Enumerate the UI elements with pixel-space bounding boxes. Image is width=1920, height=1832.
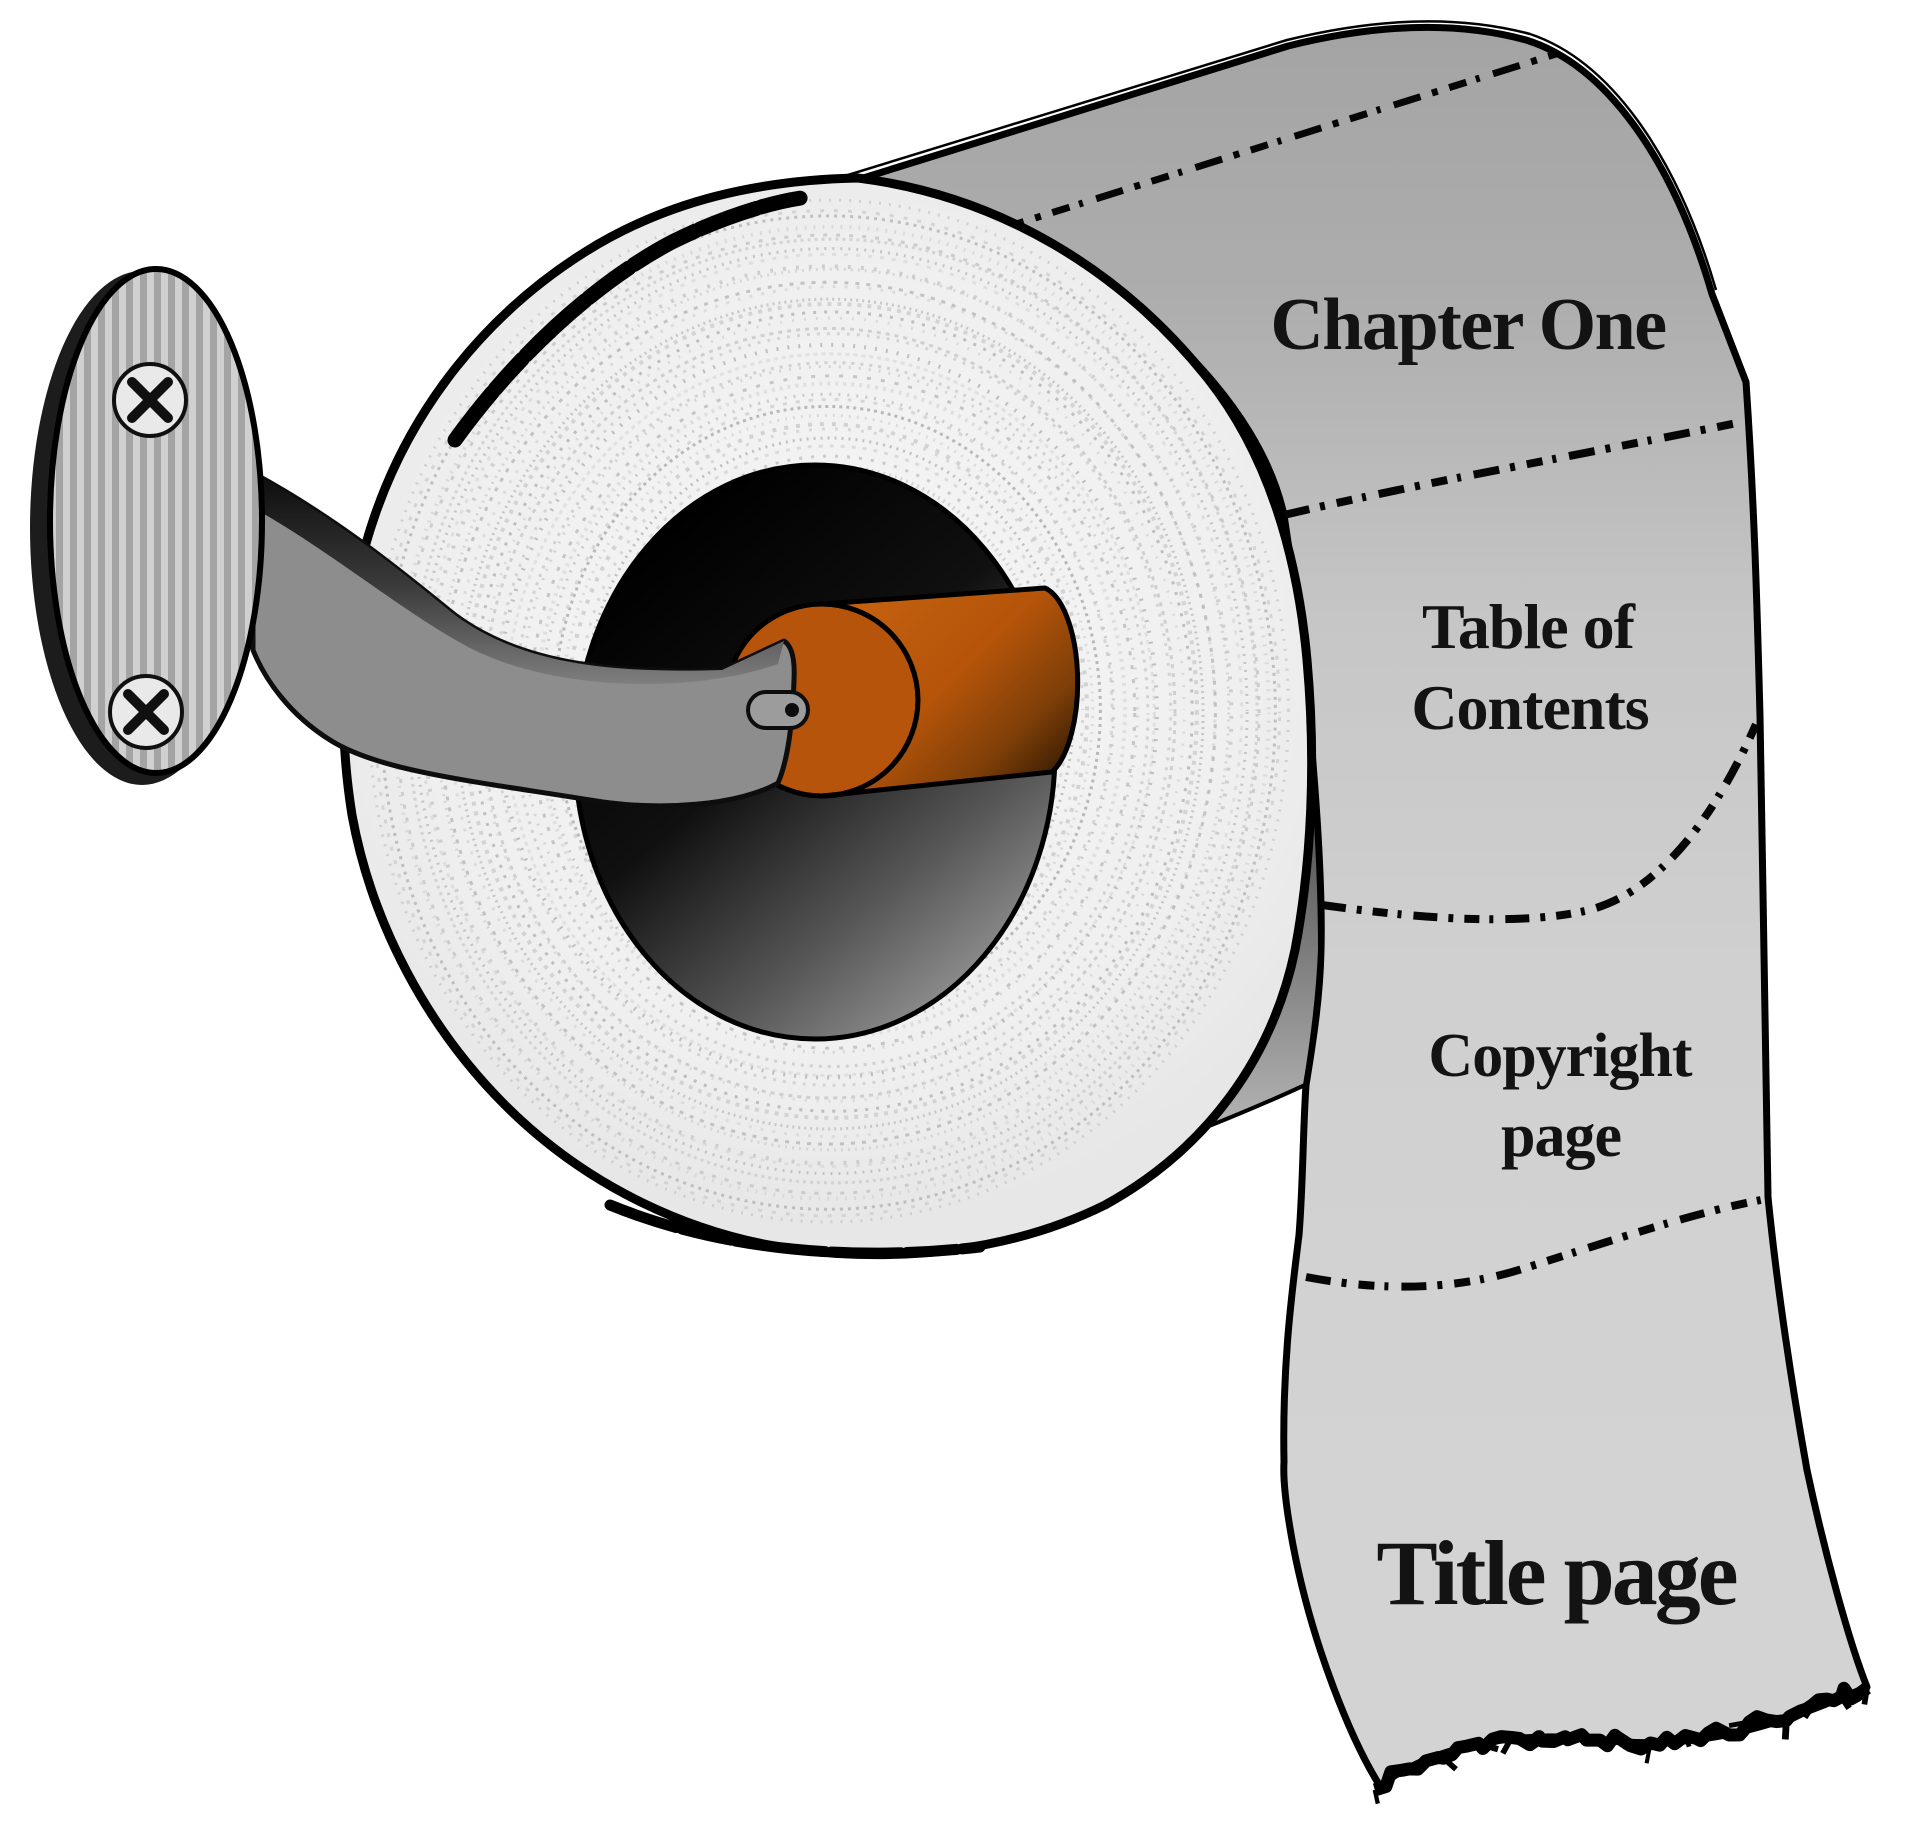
wrap-edge-rough-arc-top xyxy=(447,190,809,448)
perforation-line-2 xyxy=(1283,418,1743,519)
torn-edge-fiber xyxy=(1500,1736,1515,1755)
texture-ring xyxy=(480,326,1177,1100)
label-copyright: Copyright xyxy=(1428,1022,1692,1090)
torn-edge-fiber xyxy=(1781,1720,1790,1740)
perforation-line-3 xyxy=(1321,720,1761,924)
sheet-top-edge-highlight-line xyxy=(798,20,1718,291)
unrolled-sheet: Chapter One Table of Contents Copyright … xyxy=(798,20,1871,1805)
label-contents: Contents xyxy=(1411,672,1648,743)
torn-edge-fiber xyxy=(1477,1740,1499,1753)
wrap-edge-rough-arc-bottom xyxy=(604,1199,986,1259)
torn-edge-fiber xyxy=(1644,1742,1653,1764)
screw-x-icon xyxy=(112,362,188,438)
texture-ring xyxy=(413,247,1249,1176)
torn-edge-fiber xyxy=(1702,1726,1718,1738)
texture-ring xyxy=(392,224,1271,1201)
torn-edge-fiber xyxy=(1529,1739,1544,1752)
torn-edge-fiber xyxy=(1372,1789,1380,1805)
torn-edge-fiber xyxy=(1612,1733,1629,1750)
plate-face xyxy=(47,266,265,776)
texture-ring xyxy=(438,280,1217,1146)
texture-ring xyxy=(434,267,1231,1152)
texture-ring xyxy=(462,301,1199,1120)
arm-end-pin-hole xyxy=(785,703,799,717)
screw-x-icon xyxy=(108,674,184,750)
texture-ring xyxy=(577,427,1085,991)
texture-ring xyxy=(478,316,1186,1103)
perforation-line-4 xyxy=(1305,1195,1767,1291)
perforation-line-1 xyxy=(995,50,1558,234)
torn-edge-fiber xyxy=(1683,1734,1692,1748)
torn-edge-fiber xyxy=(1861,1687,1870,1705)
torn-edge-fiber xyxy=(1728,1719,1750,1728)
texture-ring xyxy=(373,209,1282,1218)
torn-bottom-edge xyxy=(1372,1681,1871,1805)
label-table-of: Table of xyxy=(1422,591,1636,662)
texture-ring xyxy=(518,365,1139,1054)
wall-mount-plate xyxy=(30,266,265,785)
holder-arm xyxy=(250,470,810,809)
texture-ring xyxy=(471,310,1194,1113)
texture-ring xyxy=(379,214,1277,1211)
label-copyright-page: page xyxy=(1501,1102,1621,1170)
torn-edge-fiber xyxy=(1401,1766,1411,1776)
texture-ring xyxy=(552,404,1102,1016)
arm-end-pin xyxy=(746,690,810,730)
arm-body xyxy=(250,470,797,809)
texture-ring xyxy=(367,198,1290,1224)
texture-ring xyxy=(503,352,1156,1077)
texture-ring xyxy=(495,342,1159,1080)
torn-edge-line xyxy=(1372,1681,1871,1797)
texture-ring xyxy=(492,332,1173,1087)
texture-ring xyxy=(406,237,1259,1185)
torn-edge-fiber xyxy=(1838,1694,1852,1711)
torn-edge-fiber xyxy=(1580,1732,1591,1739)
label-title-page: Title page xyxy=(1376,1522,1736,1624)
texture-ring xyxy=(534,381,1127,1039)
label-chapter-one: Chapter One xyxy=(1270,284,1665,366)
cardboard-tube-body xyxy=(819,585,1081,799)
torn-edge-fiber xyxy=(1801,1703,1816,1720)
torn-edge-fiber xyxy=(1441,1756,1458,1772)
